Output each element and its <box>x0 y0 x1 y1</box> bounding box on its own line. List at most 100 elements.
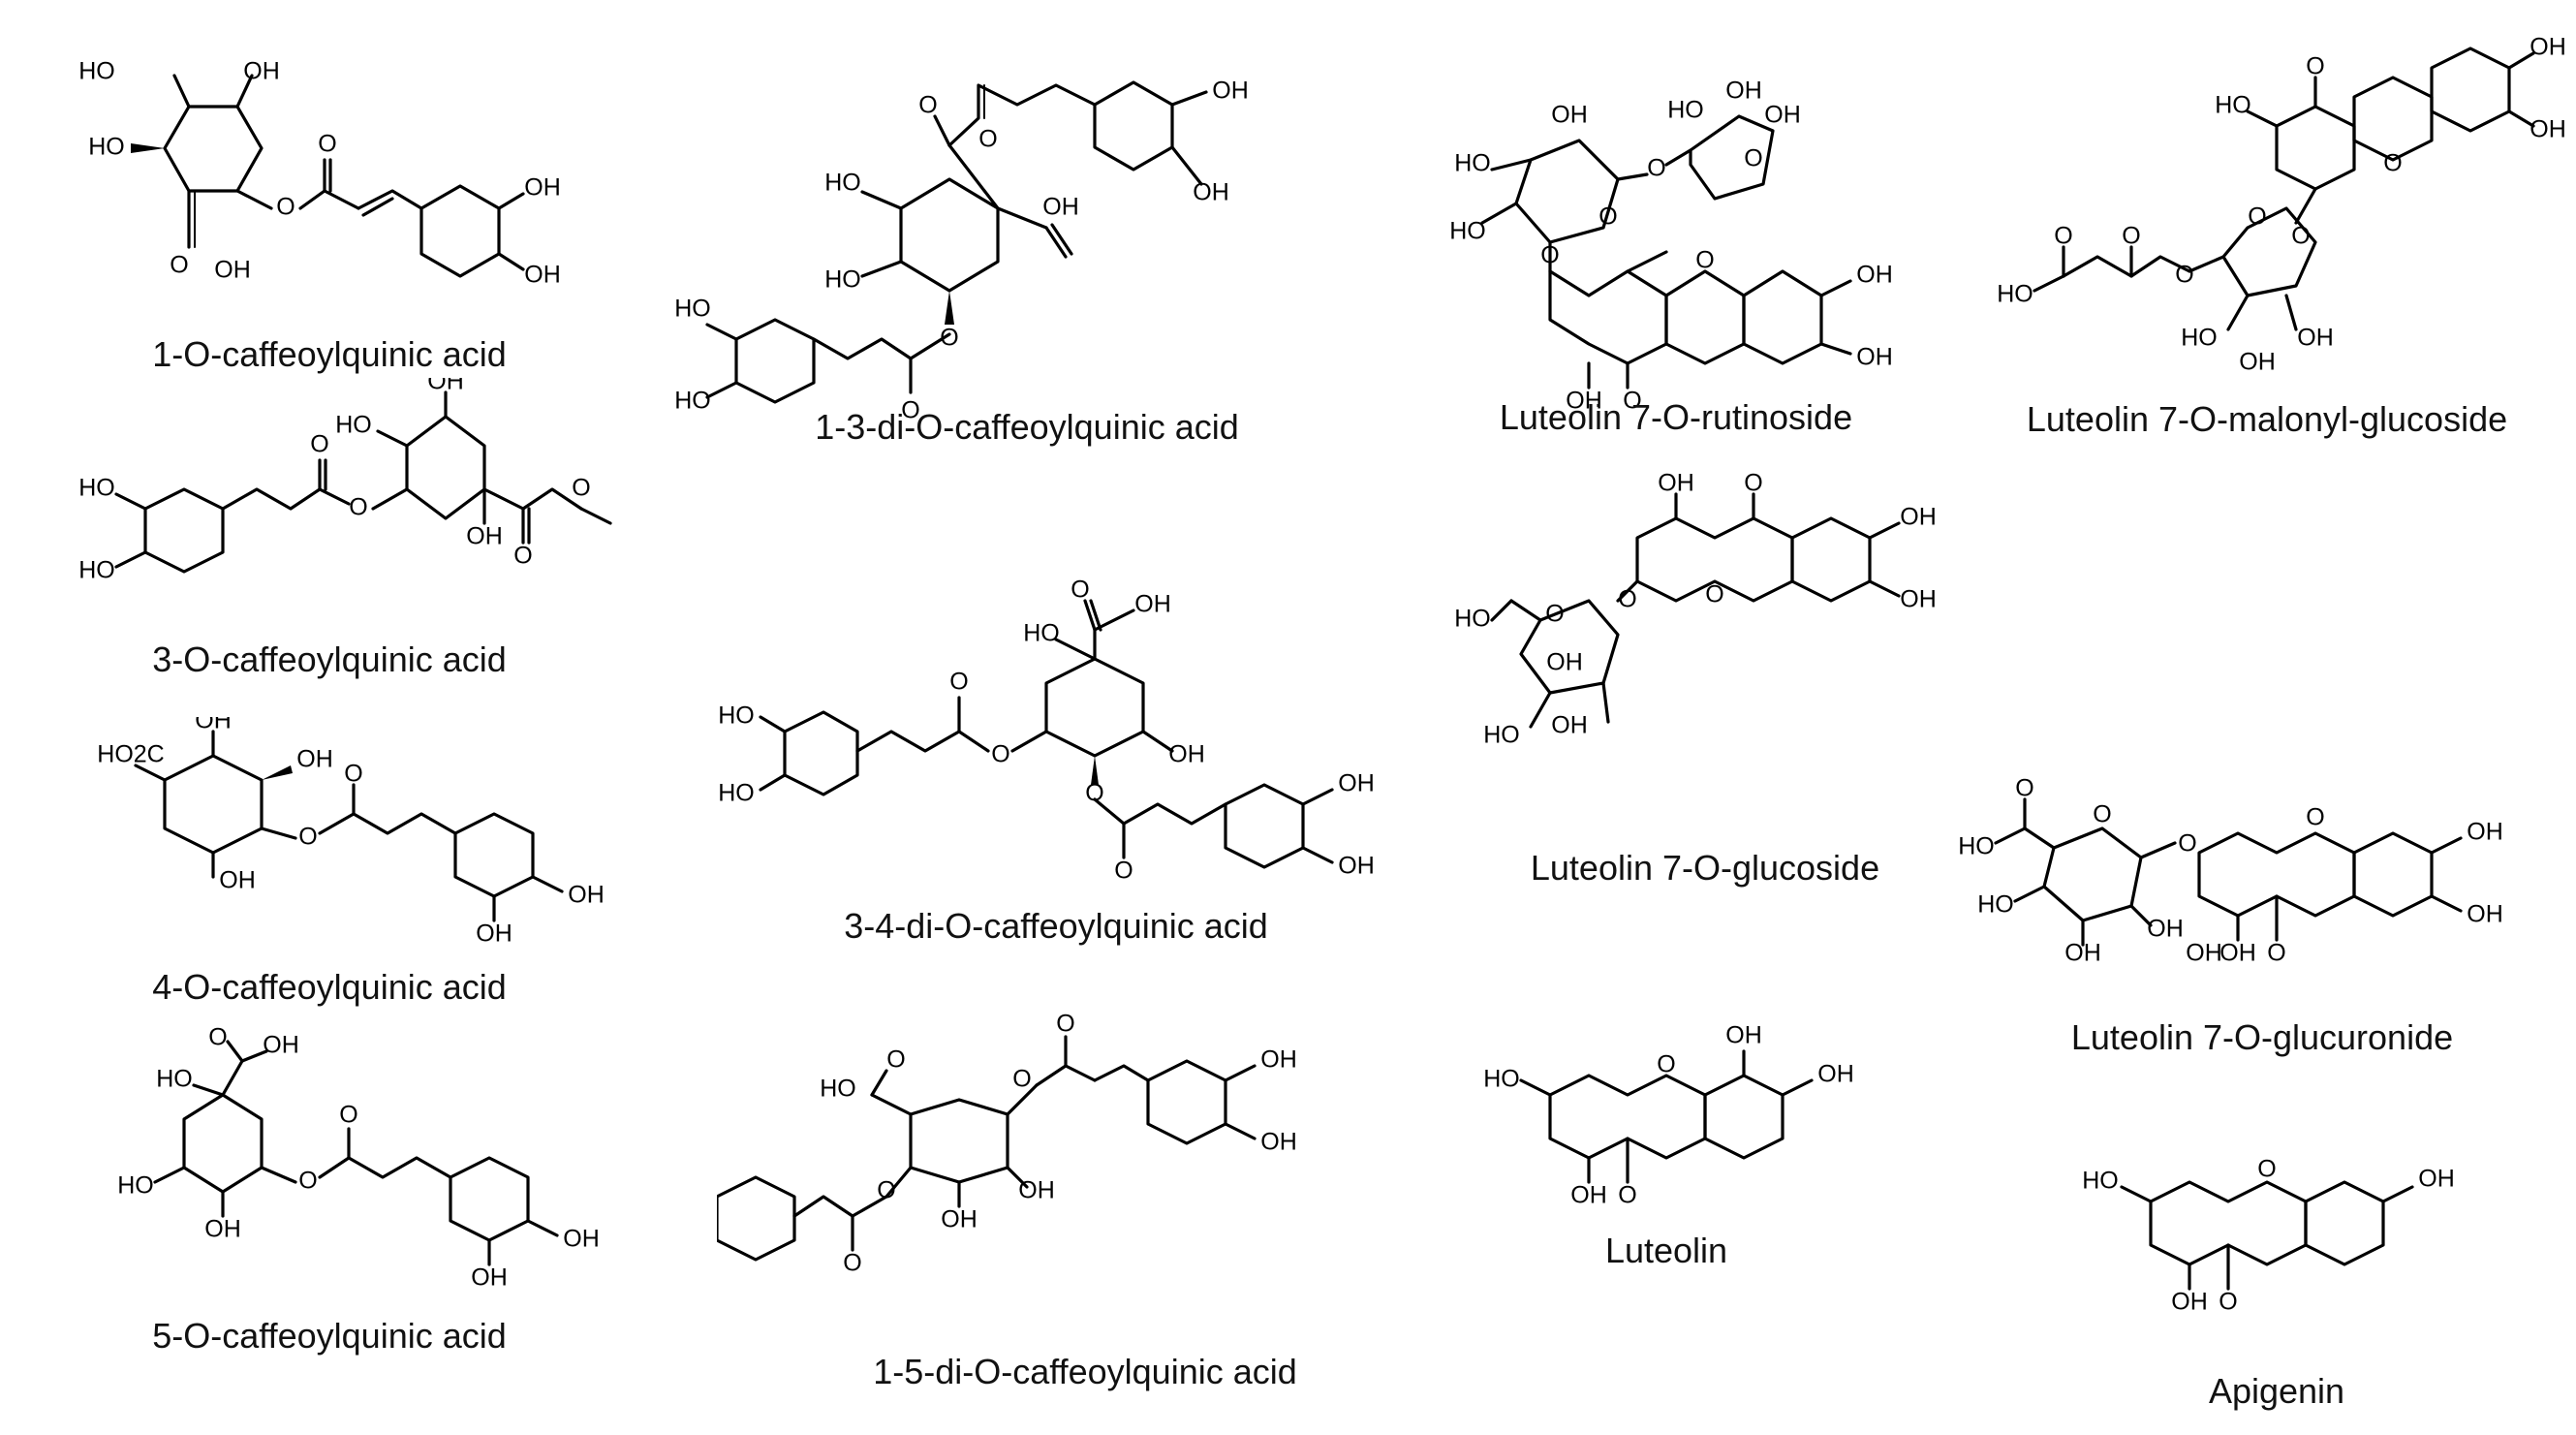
atom-label: HO <box>824 170 861 197</box>
atom-label: HO <box>1449 218 1486 245</box>
molecule-drawing: OH OH HO O OH O <box>1483 1022 1854 1209</box>
atom-label: HO <box>1997 281 2033 308</box>
atom-label: OH <box>2529 116 2566 143</box>
atom-label: O <box>2093 801 2111 828</box>
atom-label: O <box>349 494 367 521</box>
molecule-drawing: O HO OH HO HO O O OH O OH OH O <box>718 577 1375 885</box>
atom-label: OH <box>296 746 333 773</box>
atom-label: O <box>1085 780 1103 807</box>
atom-label: OH <box>1260 1046 1297 1074</box>
atom-label: OH <box>1551 712 1588 739</box>
atom-label: OH <box>2297 325 2334 352</box>
molecule-drawing: OH HO O OH O <box>2082 1156 2455 1316</box>
atom-label: HO <box>78 475 115 502</box>
structure-4-o-caffeoylquinic-acid: HO2C OH OH OH O O OH OH 4-O-caffeoylquin… <box>19 717 639 1027</box>
atom-label: HO <box>1958 833 1995 860</box>
atom-label: OH <box>941 1206 978 1233</box>
structure-caption: 4-O-caffeoylquinic acid <box>152 967 507 1007</box>
structure-caption: 5-O-caffeoylquinic acid <box>152 1316 507 1356</box>
atom-label: O <box>2267 940 2285 967</box>
atom-label: O <box>949 669 968 696</box>
atom-label: OH <box>2171 1289 2208 1316</box>
atom-label: O <box>2219 1289 2237 1316</box>
atom-label: OH <box>1856 344 1893 371</box>
molecule-drawing: O HO O O OH OH HO HO O OH OH O <box>717 1011 1297 1277</box>
atom-label: OH <box>1566 388 1602 415</box>
atom-label: O <box>1598 203 1617 231</box>
structure-caption: 1-3-di-O-caffeoylquinic acid <box>815 407 1239 447</box>
atom-label: OH <box>1546 649 1583 676</box>
structure-3-o-caffeoylquinic-acid: OH HO HO HO O O OH O O 3-O-caffeoylquini… <box>19 378 639 698</box>
molecule-drawing: OH HO HO HO O O OH O O <box>78 378 612 584</box>
atom-label: OH <box>466 523 503 550</box>
atom-label: HO <box>820 1076 856 1103</box>
atom-label: OH <box>1042 194 1079 221</box>
structure-caption: Luteolin 7-O-malonyl-glucoside <box>2026 399 2508 439</box>
atom-label: O <box>2291 223 2310 250</box>
atom-label: OH <box>524 174 561 202</box>
atom-label: OH <box>2467 819 2503 846</box>
structure-caption: Luteolin <box>1604 1231 1728 1270</box>
atom-label: O <box>2383 150 2402 177</box>
atom-label: OH <box>195 717 232 734</box>
atom-label: HO <box>1454 150 1491 177</box>
atom-label: O <box>1618 586 1636 613</box>
atom-label: O <box>1540 242 1559 269</box>
atom-label: O <box>344 761 362 788</box>
structure-caption: Luteolin 7-O-glucoside <box>1530 848 1880 888</box>
atom-label: O <box>1056 1011 1074 1038</box>
atom-label: HO <box>88 134 125 161</box>
atom-label: O <box>298 1168 317 1195</box>
atom-label: OH <box>1764 102 1801 129</box>
structure-caption: 3-4-di-O-caffeoylquinic acid <box>844 906 1268 946</box>
atom-label: HO2C <box>97 741 164 768</box>
atom-label: HO <box>335 412 372 439</box>
structure-caption: 1-5-di-O-caffeoylquinic acid <box>873 1352 1297 1391</box>
atom-label: O <box>1744 145 1762 172</box>
atom-label: O <box>886 1046 905 1074</box>
atom-label: OH <box>1193 179 1229 206</box>
structure-caption: Luteolin 7-O-glucuronide <box>2070 1017 2454 1057</box>
atom-label: O <box>1647 155 1665 182</box>
atom-label: HO <box>1483 722 1520 749</box>
atom-label: O <box>2248 203 2266 231</box>
atom-label: HO <box>156 1066 193 1093</box>
molecule-drawing: OH OH O HO O O O HO O O O HO OH OH <box>1997 34 2566 376</box>
atom-label: O <box>978 126 997 153</box>
structure-caption: 1-O-caffeoylquinic acid <box>152 334 507 374</box>
atom-label: OH <box>243 58 280 85</box>
atom-label: O <box>991 741 1009 768</box>
atom-label: OH <box>1551 102 1588 129</box>
atom-label: HO <box>2082 1168 2119 1195</box>
structure-caption: Apigenin <box>2208 1371 2345 1411</box>
atom-label: O <box>1071 577 1089 604</box>
atom-label: O <box>2178 830 2196 858</box>
atom-label: OH <box>263 1032 299 1059</box>
atom-label: O <box>901 397 919 424</box>
atom-label: OH <box>1168 741 1205 768</box>
atom-label: HO <box>1667 97 1704 124</box>
atom-label: O <box>877 1177 895 1204</box>
atom-label: OH <box>1725 78 1762 105</box>
structure-1-o-caffeoylquinic-acid: HO OH HO O OH OH O OH O 1-O-caffeoylquin… <box>19 39 639 397</box>
atom-label: HO <box>674 296 711 323</box>
atom-label: O <box>1618 1182 1636 1209</box>
atom-label: O <box>843 1250 861 1277</box>
atom-label: OH <box>204 1216 241 1243</box>
atom-label: HO <box>718 702 755 730</box>
atom-label: OH <box>2467 901 2503 928</box>
atom-label: OH <box>1817 1061 1854 1088</box>
structure-caption: Luteolin 7-O-rutinoside <box>1499 397 1853 437</box>
atom-label: HO <box>1977 891 2014 919</box>
atom-label: OH <box>1212 78 1249 105</box>
atom-label: HO <box>2181 325 2218 352</box>
atom-label: HO <box>78 58 115 85</box>
atom-label: O <box>1695 247 1714 274</box>
atom-label: OH <box>1658 470 1694 497</box>
atom-label: HO <box>117 1172 154 1200</box>
atom-label: OH <box>2219 940 2256 967</box>
atom-label: O <box>940 325 958 352</box>
structure-luteolin-7-o-malonyl-glucoside: OH OH O HO O O O HO O O O HO OH OH Luteo… <box>1967 19 2567 446</box>
molecule-drawing: O OH OH HO OH HO HO HO O O O <box>674 78 1249 424</box>
atom-label: O <box>2306 53 2324 80</box>
